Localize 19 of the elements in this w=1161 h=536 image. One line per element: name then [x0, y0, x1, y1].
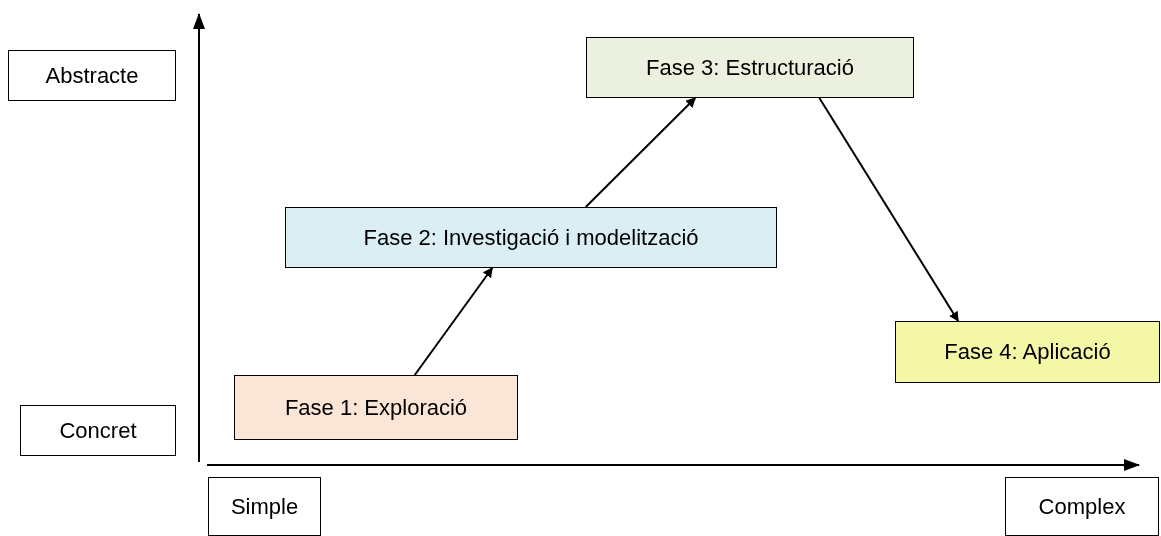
axis-label-box — [208, 477, 321, 536]
box-label: Abstracte — [45, 62, 139, 89]
box-label: Complex — [1038, 493, 1126, 520]
phase-box — [895, 321, 1160, 383]
phase-box — [234, 375, 518, 440]
axis-label-box — [1005, 477, 1159, 536]
box-label: Fase 3: Estructuració — [646, 54, 854, 81]
box-label: Concret — [59, 417, 137, 444]
phase-box — [586, 37, 914, 98]
box-label: Simple — [230, 493, 299, 520]
arrow — [413, 267, 494, 376]
arrow — [818, 97, 960, 322]
axis-label-box — [8, 50, 176, 101]
axis-label-box — [20, 405, 176, 456]
phase-box — [285, 207, 777, 268]
box-label: Fase 1: Exploració — [284, 394, 468, 421]
box-label: Fase 4: Aplicació — [944, 339, 1111, 365]
box-label: Fase 2: Investigació i modelització — [363, 224, 699, 251]
arrow — [584, 97, 697, 208]
